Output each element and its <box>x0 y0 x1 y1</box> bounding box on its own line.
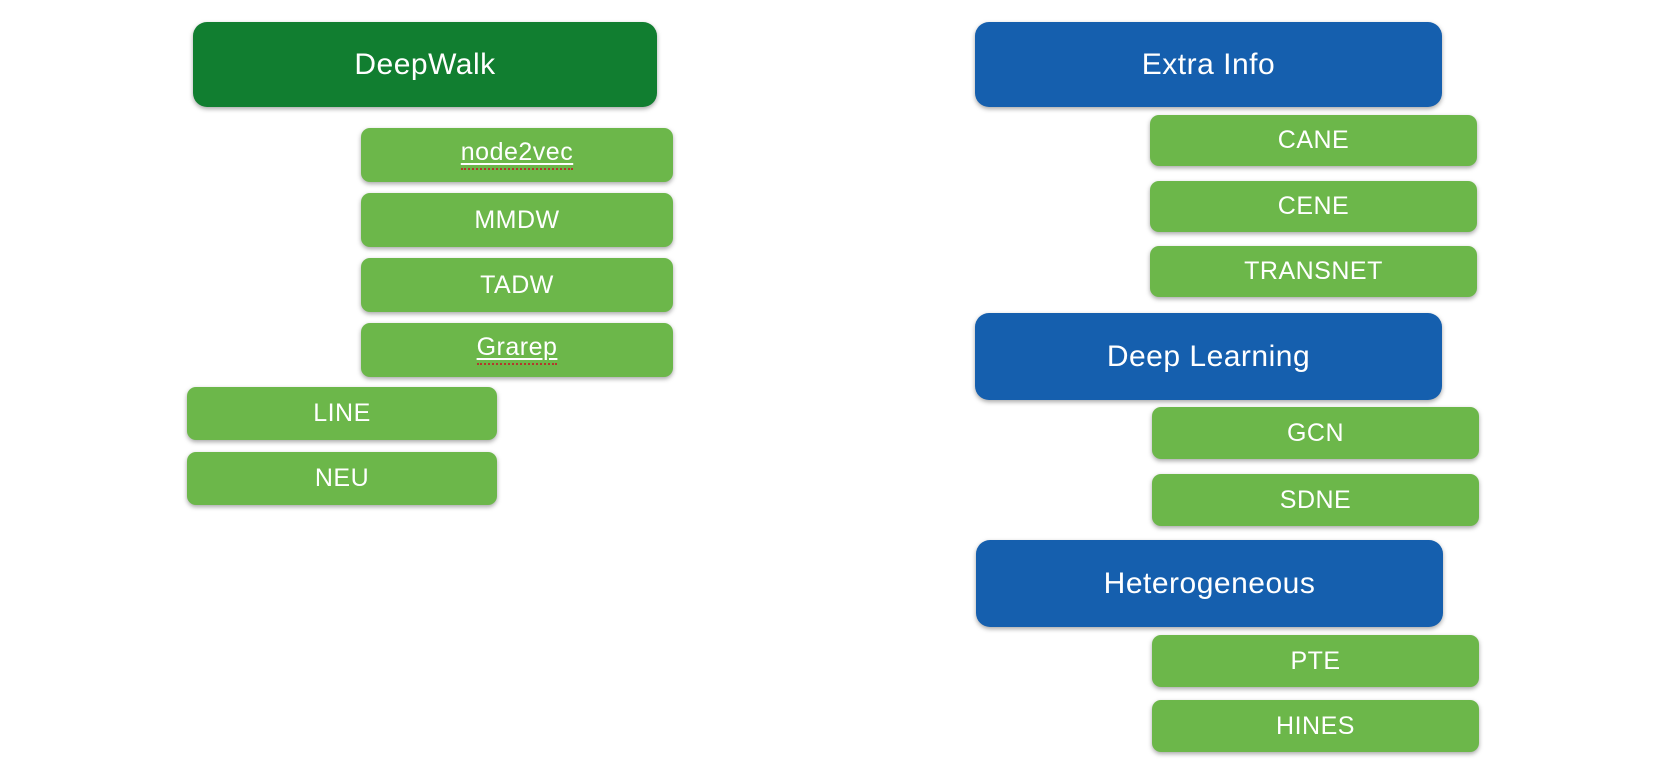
box-mmdw: MMDW <box>361 193 673 247</box>
box-hines-label: HINES <box>1276 711 1355 740</box>
box-heterogeneous-label: Heterogeneous <box>1103 566 1316 600</box>
box-tadw-label: TADW <box>480 270 554 299</box>
box-pte: PTE <box>1152 635 1479 687</box>
box-heterogeneous: Heterogeneous <box>976 540 1443 627</box>
box-deep-learning: Deep Learning <box>975 313 1442 400</box>
box-hines: HINES <box>1152 700 1479 752</box>
box-cene: CENE <box>1150 181 1477 232</box>
box-sdne: SDNE <box>1152 474 1479 526</box>
box-pte-label: PTE <box>1290 646 1341 675</box>
box-deep-learning-label: Deep Learning <box>1106 339 1311 373</box>
box-transnet-label: TRANSNET <box>1244 257 1383 285</box>
box-neu: NEU <box>187 452 497 505</box>
box-node2vec-label: node2vec <box>460 140 574 170</box>
box-deepwalk-label: DeepWalk <box>354 47 496 81</box>
box-neu-label: NEU <box>314 464 370 492</box>
box-transnet: TRANSNET <box>1150 246 1477 297</box>
box-cane: CANE <box>1150 115 1477 166</box>
box-line: LINE <box>187 387 497 440</box>
box-gcn-label: GCN <box>1286 418 1345 447</box>
box-cane-label: CANE <box>1277 126 1350 154</box>
box-cene-label: CENE <box>1277 192 1350 220</box>
box-grarep-label: Grarep <box>476 335 558 365</box>
box-tadw: TADW <box>361 258 673 312</box>
box-node2vec: node2vec <box>361 128 673 182</box>
box-gcn: GCN <box>1152 407 1479 459</box>
box-mmdw-label: MMDW <box>474 205 560 234</box>
box-deepwalk: DeepWalk <box>193 22 657 107</box>
box-sdne-label: SDNE <box>1279 485 1352 514</box>
box-grarep: Grarep <box>361 323 673 377</box>
box-line-label: LINE <box>313 399 371 427</box>
box-extra-info-label: Extra Info <box>1141 47 1276 81</box>
box-extra-info: Extra Info <box>975 22 1442 107</box>
